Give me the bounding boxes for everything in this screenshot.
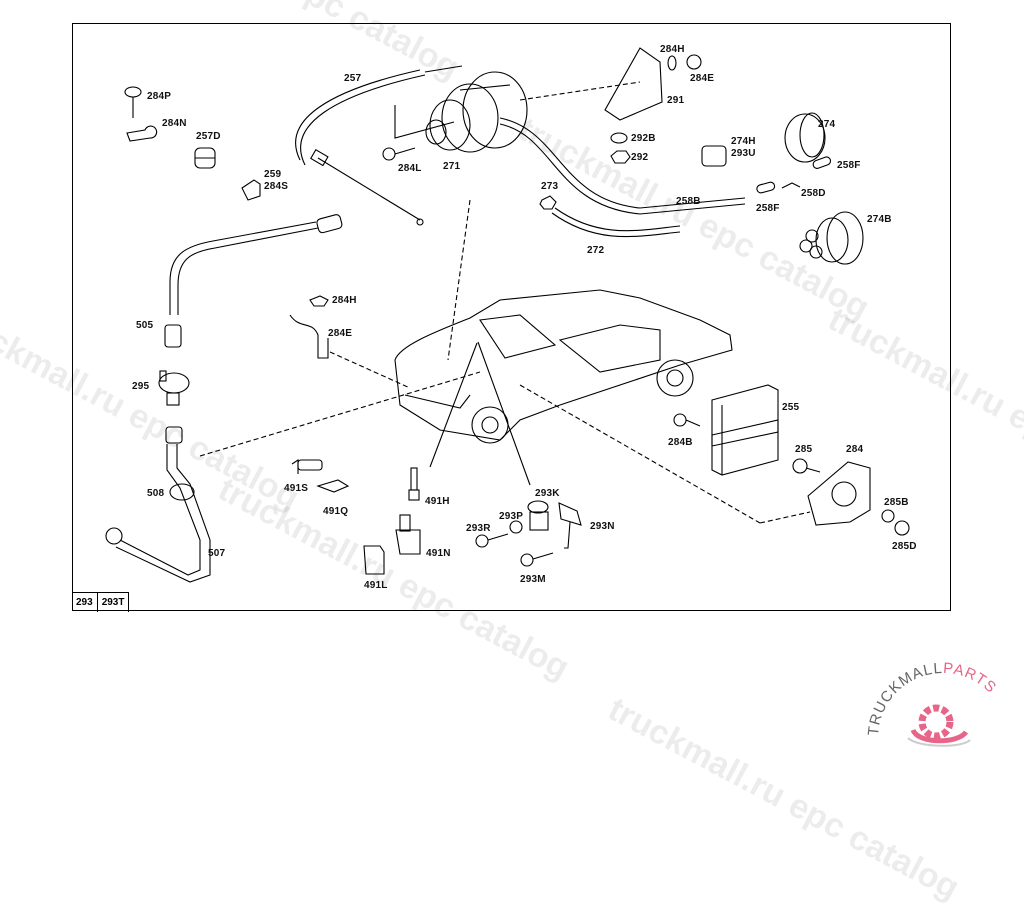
boot-274B-icon	[799, 211, 864, 265]
connector-258F-b-icon	[756, 181, 776, 194]
grommet-257D-icon	[194, 147, 216, 169]
nut-292-icon	[610, 150, 631, 164]
part-label-505[interactable]: 505	[136, 320, 154, 331]
bracket-293N-icon	[558, 502, 582, 549]
part-label-284P[interactable]: 284P	[147, 91, 172, 102]
screw-293R-icon	[475, 533, 509, 548]
connector-258D-icon	[781, 182, 801, 189]
reference-box: 293 293T	[72, 592, 130, 612]
cable-257-icon	[295, 65, 463, 226]
reference-number[interactable]: 293T	[101, 597, 125, 608]
plate-284-icon	[807, 461, 871, 526]
part-label-293M[interactable]: 293M	[520, 574, 546, 585]
part-label-271[interactable]: 271	[443, 161, 461, 172]
valve-491N-icon	[395, 514, 421, 555]
clip-491Q-icon	[316, 479, 350, 493]
part-label-258F-b[interactable]: 258F	[756, 203, 780, 214]
part-label-258D[interactable]: 258D	[801, 188, 826, 199]
gear-logo-icon: TRUCKMALLPARTS	[865, 660, 1000, 747]
leader-lines	[199, 81, 811, 524]
cover-491L-icon	[363, 545, 385, 575]
screw-284L-icon	[382, 147, 416, 161]
screw-293M-icon	[520, 552, 554, 567]
hose-272-icon	[499, 117, 746, 238]
part-label-292B[interactable]: 292B	[631, 133, 656, 144]
logo-word-truckmall: TRUCKMALL	[865, 660, 943, 736]
part-label-293K[interactable]: 293K	[535, 488, 560, 499]
part-label-274B[interactable]: 274B	[867, 214, 892, 225]
bracket-284E-mid-icon	[289, 314, 329, 359]
parts-drawing	[105, 47, 910, 583]
part-label-507[interactable]: 507	[208, 548, 226, 559]
part-label-274[interactable]: 274	[818, 119, 836, 130]
part-label-491L[interactable]: 491L	[364, 580, 388, 591]
plug-491S-icon	[291, 458, 323, 474]
part-label-255[interactable]: 255	[782, 402, 800, 413]
part-label-284H-top[interactable]: 284H	[660, 44, 685, 55]
part-label-292[interactable]: 292	[631, 152, 649, 163]
part-label-285B[interactable]: 285B	[884, 497, 909, 508]
part-label-293R[interactable]: 293R	[466, 523, 491, 534]
screw-284P-icon	[124, 86, 142, 118]
diagram-frame	[72, 23, 951, 611]
clip-284H-mid-icon	[309, 295, 329, 307]
screw-284B-icon	[673, 413, 701, 427]
part-label-508[interactable]: 508	[147, 488, 165, 499]
part-label-284S[interactable]: 284S	[264, 181, 289, 192]
part-label-293N[interactable]: 293N	[590, 521, 615, 532]
part-label-284E-top[interactable]: 284E	[690, 73, 715, 84]
part-label-284E-mid[interactable]: 284E	[328, 328, 353, 339]
valve-293K-icon	[527, 500, 549, 531]
bolt-285-icon	[792, 458, 821, 474]
pin-491H-icon	[408, 467, 420, 501]
part-label-491Q[interactable]: 491Q	[323, 506, 349, 517]
part-label-293U[interactable]: 293U	[731, 148, 756, 159]
part-label-259[interactable]: 259	[264, 169, 282, 180]
part-label-258F-a[interactable]: 258F	[837, 160, 861, 171]
part-label-491S[interactable]: 491S	[284, 483, 309, 494]
part-label-284N[interactable]: 284N	[162, 118, 187, 129]
module-255-icon	[711, 384, 779, 476]
washer-285B-icon	[881, 509, 895, 523]
actuator-271-icon	[425, 71, 528, 153]
part-label-257[interactable]: 257	[344, 73, 362, 84]
line-507-icon	[105, 426, 211, 583]
clip-259-icon	[241, 179, 261, 201]
part-label-293P[interactable]: 293P	[499, 511, 524, 522]
part-label-291[interactable]: 291	[667, 95, 685, 106]
part-label-257D[interactable]: 257D	[196, 131, 221, 142]
logo-word-parts: PARTS	[943, 660, 1000, 697]
part-label-284[interactable]: 284	[846, 444, 864, 455]
truckmall-parts-logo: TRUCKMALLPARTS	[858, 660, 1018, 750]
switch-295-icon	[158, 370, 190, 406]
part-label-284L[interactable]: 284L	[398, 163, 422, 174]
part-label-295[interactable]: 295	[132, 381, 150, 392]
reference-number[interactable]: 293	[76, 597, 93, 608]
car-icon	[394, 289, 733, 444]
cap-274-icon	[784, 112, 826, 163]
part-label-284B[interactable]: 284B	[668, 437, 693, 448]
washer-293P-icon	[509, 520, 523, 534]
part-label-285D[interactable]: 285D	[892, 541, 917, 552]
line-505-icon	[164, 214, 343, 348]
part-label-284H-mid[interactable]: 284H	[332, 295, 357, 306]
part-label-273[interactable]: 273	[541, 181, 559, 192]
part-label-274H[interactable]: 274H	[731, 136, 756, 147]
part-label-285[interactable]: 285	[795, 444, 813, 455]
clip-274H-icon	[701, 145, 727, 167]
washer-292B-icon	[610, 132, 628, 144]
part-label-491H[interactable]: 491H	[425, 496, 450, 507]
part-label-258B[interactable]: 258B	[676, 196, 701, 207]
part-label-491N[interactable]: 491N	[426, 548, 451, 559]
bracket-291-icon	[604, 47, 702, 121]
nut-285D-icon	[894, 520, 910, 536]
connector-258F-icon	[812, 156, 832, 169]
clamp-284N-icon	[126, 125, 158, 142]
part-label-272[interactable]: 272	[587, 245, 605, 256]
